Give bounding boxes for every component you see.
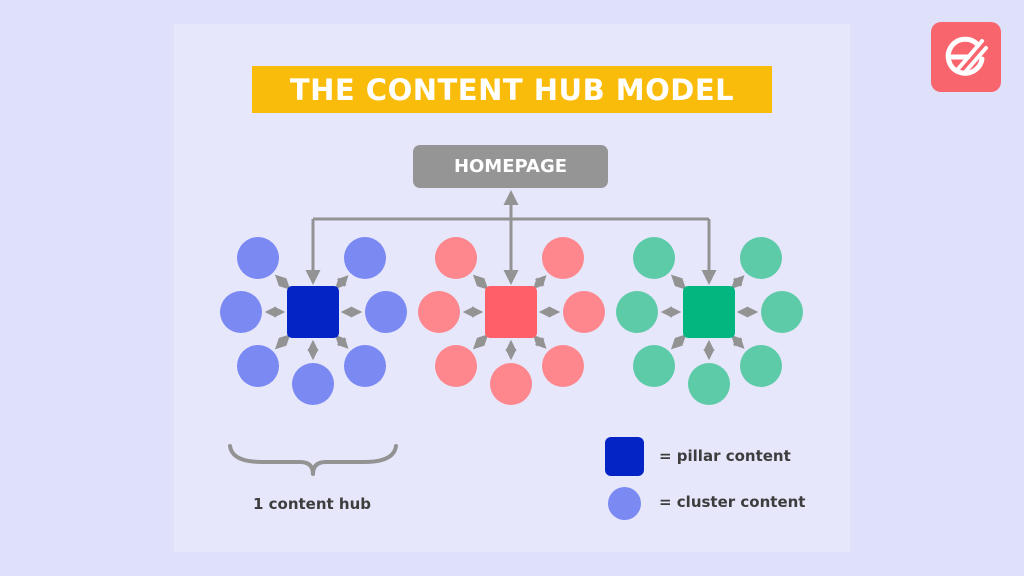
cluster-link-arrow bbox=[472, 274, 489, 290]
connector-lines bbox=[305, 190, 717, 285]
cluster-content-circle bbox=[292, 363, 334, 405]
cluster-content-circle bbox=[435, 237, 477, 279]
cluster-link-arrow bbox=[274, 334, 291, 350]
cluster-content-circle bbox=[563, 291, 605, 333]
cluster-content-circle bbox=[344, 237, 386, 279]
cluster-link-arrow bbox=[731, 275, 745, 290]
legend-cluster-circle bbox=[608, 487, 641, 520]
cluster-link-arrow bbox=[335, 334, 349, 349]
content-hub-label: 1 content hub bbox=[252, 495, 372, 513]
title-banner: THE CONTENT HUB MODEL bbox=[252, 66, 772, 113]
content-hubs bbox=[220, 237, 803, 405]
cluster-content-circle bbox=[490, 363, 532, 405]
cluster-content-circle bbox=[761, 291, 803, 333]
cluster-content-circle bbox=[542, 345, 584, 387]
legend-pillar-label: = pillar content bbox=[659, 447, 791, 465]
cluster-content-circle bbox=[688, 363, 730, 405]
cluster-link-arrow bbox=[274, 274, 291, 290]
cluster-content-circle bbox=[542, 237, 584, 279]
e-logo-icon bbox=[931, 22, 1001, 92]
pillar-content-square bbox=[287, 286, 339, 338]
cluster-content-circle bbox=[633, 345, 675, 387]
cluster-content-circle bbox=[220, 291, 262, 333]
pillar-content-square bbox=[485, 286, 537, 338]
legend-pillar-square bbox=[605, 437, 644, 476]
content-hub bbox=[418, 237, 605, 405]
cluster-content-circle bbox=[344, 345, 386, 387]
legend-cluster-label: = cluster content bbox=[659, 493, 806, 511]
cluster-content-circle bbox=[740, 237, 782, 279]
cluster-content-circle bbox=[237, 237, 279, 279]
cluster-content-circle bbox=[435, 345, 477, 387]
content-hub bbox=[616, 237, 803, 405]
cluster-link-arrow bbox=[731, 334, 745, 349]
cluster-link-arrow bbox=[335, 275, 349, 290]
cluster-content-circle bbox=[365, 291, 407, 333]
diagram-title: THE CONTENT HUB MODEL bbox=[289, 72, 735, 107]
cluster-content-circle bbox=[237, 345, 279, 387]
cluster-content-circle bbox=[616, 291, 658, 333]
cluster-content-circle bbox=[633, 237, 675, 279]
pillar-content-square bbox=[683, 286, 735, 338]
cluster-link-arrow bbox=[472, 334, 489, 350]
cluster-link-arrow bbox=[670, 274, 687, 290]
curly-brace-icon bbox=[228, 444, 398, 476]
content-hub bbox=[220, 237, 407, 405]
homepage-label: HOMEPAGE bbox=[453, 156, 568, 177]
cluster-link-arrow bbox=[533, 275, 547, 290]
cluster-link-arrow bbox=[533, 334, 547, 349]
homepage-node: HOMEPAGE bbox=[413, 145, 608, 188]
cluster-content-circle bbox=[740, 345, 782, 387]
cluster-content-circle bbox=[418, 291, 460, 333]
cluster-link-arrow bbox=[670, 334, 687, 350]
